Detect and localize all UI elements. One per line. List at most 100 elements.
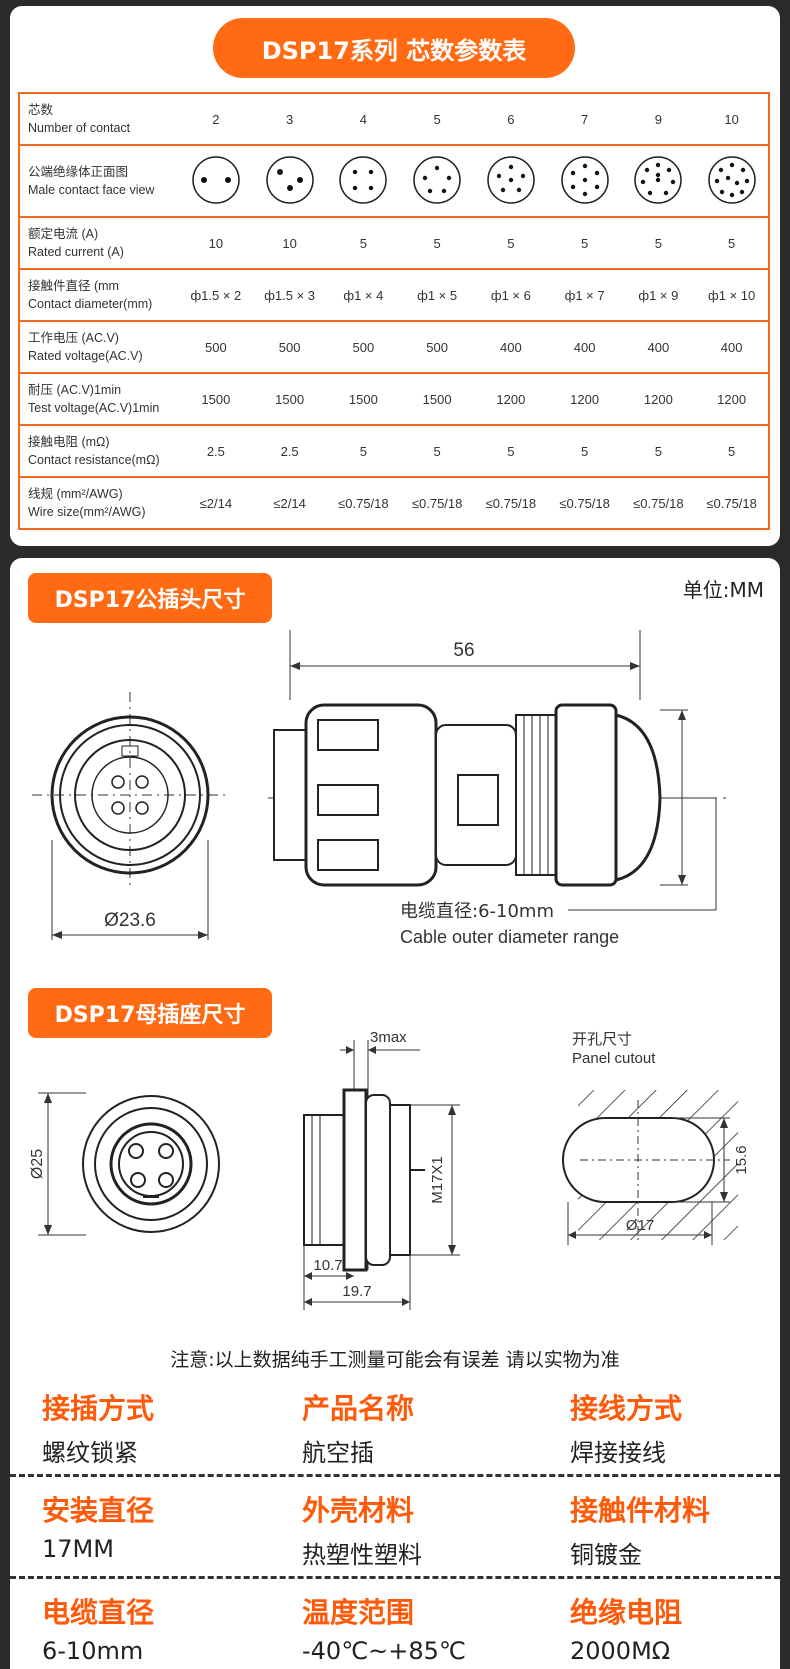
- face-view-cell: [474, 145, 548, 218]
- cable-diameter-zh: 电缆直径:6-10mm: [400, 901, 554, 922]
- contact-count-cell: 2: [179, 93, 253, 146]
- spec-value-cell: 5: [547, 217, 622, 270]
- page-title: DSP17系列 芯数参数表: [213, 18, 575, 78]
- face-view-cell: [621, 145, 696, 218]
- spec-value-cell: 400: [695, 321, 769, 374]
- spec-value-cell: ≤0.75/18: [400, 477, 474, 530]
- cutout-17-label: Ø17: [626, 1217, 654, 1234]
- spec-value-cell: 5: [326, 217, 401, 270]
- spec-row-label: 工作电压 (AC.V) Rated voltage(AC.V): [19, 321, 179, 374]
- contact-face-icon: [560, 155, 609, 204]
- spec-label-en: Number of contact: [28, 121, 131, 135]
- property-cell: 产品名称航空插: [302, 1387, 414, 1468]
- spec-value-cell: 500: [326, 321, 401, 374]
- contact-count-cell: 9: [621, 93, 696, 146]
- property-value: 2000MΩ: [570, 1637, 671, 1665]
- spec-label-en: Rated voltage(AC.V): [28, 349, 143, 363]
- female-diameter-label: Ø25: [29, 1149, 46, 1179]
- spec-row-label: 芯数 Number of contact: [19, 93, 179, 146]
- spec-value-cell: 5: [400, 217, 474, 270]
- spec-value-cell: 10: [179, 217, 253, 270]
- cutout-15-6-label: 15.6: [733, 1145, 750, 1174]
- spec-value-cell: ≤0.75/18: [695, 477, 769, 530]
- contact-face-icon: [192, 155, 240, 204]
- cutout-en: Panel cutout: [572, 1050, 656, 1067]
- spec-value-cell: ф1 × 6: [474, 269, 548, 322]
- spec-value-cell: ≤0.75/18: [474, 477, 548, 530]
- property-cell: 接线方式焊接接线: [570, 1387, 682, 1468]
- property-key: 安装直径: [42, 1494, 155, 1527]
- spec-value-cell: 1500: [252, 373, 327, 426]
- contact-face-icon: [707, 155, 756, 204]
- property-cell: 接触件材料铜镀金: [570, 1489, 710, 1570]
- male-side-drawing: 56 电缆直径:6-10mm Cable outer diameter rang…: [268, 630, 728, 947]
- spec-value-cell: 400: [474, 321, 548, 374]
- property-key: 外壳材料: [302, 1494, 415, 1527]
- spec-value-cell: 5: [695, 217, 769, 270]
- female-19-7-label: 19.7: [342, 1283, 371, 1300]
- property-cell: 外壳材料热塑性塑料: [302, 1489, 422, 1570]
- spec-value-cell: ф1 × 4: [326, 269, 401, 322]
- property-value: 螺纹锁紧: [42, 1439, 138, 1467]
- spec-value-cell: 5: [474, 425, 548, 478]
- male-length-label: 56: [453, 640, 474, 661]
- spec-label-zh: 接触件直径 (mm: [28, 279, 119, 293]
- property-key: 接线方式: [570, 1392, 683, 1425]
- spec-row: 线规 (mm²/AWG)Wire size(mm²/AWG)≤2/14≤2/14…: [19, 477, 769, 530]
- spec-value-cell: 1200: [547, 373, 622, 426]
- spec-value-cell: 2.5: [179, 425, 253, 478]
- spec-label-en: Contact resistance(mΩ): [28, 453, 160, 467]
- spec-label-zh: 公端绝缘体正面图: [28, 165, 129, 179]
- spec-value-cell: ф1 × 10: [695, 269, 769, 322]
- property-key: 接触件材料: [570, 1494, 711, 1527]
- spec-label-zh: 接触电阻 (mΩ): [28, 435, 110, 449]
- face-view-cell: [252, 145, 327, 218]
- spec-value-cell: ≤2/14: [252, 477, 327, 530]
- spec-value-cell: 10: [252, 217, 327, 270]
- spec-row-label: 接触电阻 (mΩ) Contact resistance(mΩ): [19, 425, 179, 478]
- spec-value-cell: ф1.5 × 3: [252, 269, 327, 322]
- spec-value-cell: ≤0.75/18: [621, 477, 696, 530]
- property-cell: 安装直径 17MM: [42, 1489, 154, 1563]
- spec-value-cell: 400: [621, 321, 696, 374]
- spec-value-cell: 1200: [474, 373, 548, 426]
- spec-value-cell: ≤0.75/18: [326, 477, 401, 530]
- face-view-cell: [695, 145, 769, 218]
- spec-label-en: Male contact face view: [28, 183, 155, 197]
- spec-value-cell: 1500: [326, 373, 401, 426]
- face-view-cell: [547, 145, 622, 218]
- contact-count-cell: 6: [474, 93, 548, 146]
- spec-value-cell: ≤2/14: [179, 477, 253, 530]
- contact-face-icon: [487, 155, 535, 204]
- spec-label-en: Rated current (A): [28, 245, 124, 259]
- spec-label-zh: 芯数: [28, 103, 54, 117]
- property-key: 电缆直径: [42, 1596, 155, 1629]
- spec-value-cell: 1500: [400, 373, 474, 426]
- spec-value-cell: 500: [400, 321, 474, 374]
- spec-row-label: 额定电流 (A)Rated current (A): [19, 217, 179, 270]
- female-front-drawing: Ø25: [29, 1092, 220, 1236]
- spec-label-en: Test voltage(AC.V)1min: [28, 401, 160, 415]
- contact-count-cell: 3: [252, 93, 327, 146]
- female-3max-label: 3max: [370, 1029, 407, 1046]
- property-value: 17MM: [42, 1535, 114, 1563]
- property-cell: 接插方式螺纹锁紧: [42, 1387, 154, 1468]
- property-cell: 温度范围-40℃~+85℃: [302, 1591, 466, 1665]
- spec-label-zh: 工作电压 (AC.V): [28, 331, 119, 345]
- unit-label: 单位:MM: [682, 578, 764, 602]
- spec-value-cell: 500: [252, 321, 327, 374]
- spec-value-cell: ф1 × 7: [547, 269, 622, 322]
- female-thread-label: M17X1: [429, 1156, 446, 1204]
- property-key: 接插方式: [42, 1392, 155, 1425]
- spec-value-cell: 5: [326, 425, 401, 478]
- property-row: 接插方式螺纹锁紧 产品名称航空插 接线方式焊接接线: [10, 1375, 780, 1477]
- contact-count-cell: 7: [547, 93, 622, 146]
- contact-face-icon: [339, 155, 388, 204]
- spec-value-cell: 5: [400, 425, 474, 478]
